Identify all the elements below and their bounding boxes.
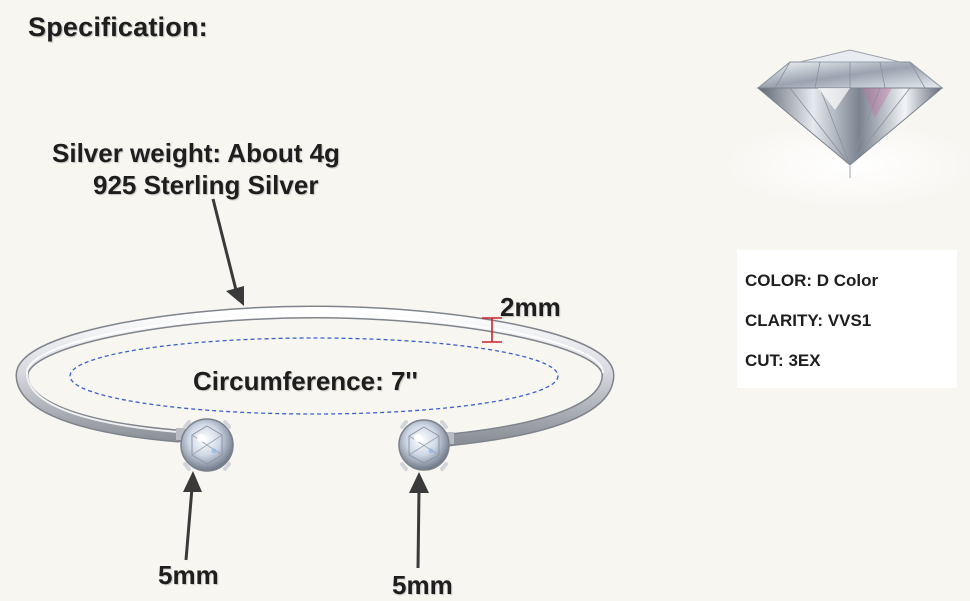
circumference-label: Circumference: 7'' <box>193 366 418 396</box>
specs-panel: COLOR: D Color CLARITY: VVS1 CUT: 3EX <box>737 250 957 388</box>
stone-right-illustration <box>398 419 454 471</box>
stone-right-size-label: 5mm <box>392 570 453 600</box>
stone-right-arrow <box>409 472 429 569</box>
spec-color: COLOR: D Color <box>745 271 879 290</box>
weight-arrow <box>211 198 244 306</box>
material-label: 925 Sterling Silver <box>93 170 319 200</box>
stone-left-size-label: 5mm <box>158 560 219 590</box>
bangle-band <box>15 305 615 447</box>
spec-cut: CUT: 3EX <box>745 351 821 370</box>
stone-left-arrow <box>183 471 202 561</box>
weight-label: Silver weight: About 4g <box>52 138 340 168</box>
stone-left-illustration <box>176 418 234 472</box>
thickness-marker <box>482 317 502 343</box>
diamond-illustration <box>720 49 970 210</box>
circumference-dashed-line <box>69 337 559 415</box>
page-title: Specification: <box>28 12 208 42</box>
spec-clarity: CLARITY: VVS1 <box>745 311 872 330</box>
thickness-label: 2mm <box>500 292 561 322</box>
